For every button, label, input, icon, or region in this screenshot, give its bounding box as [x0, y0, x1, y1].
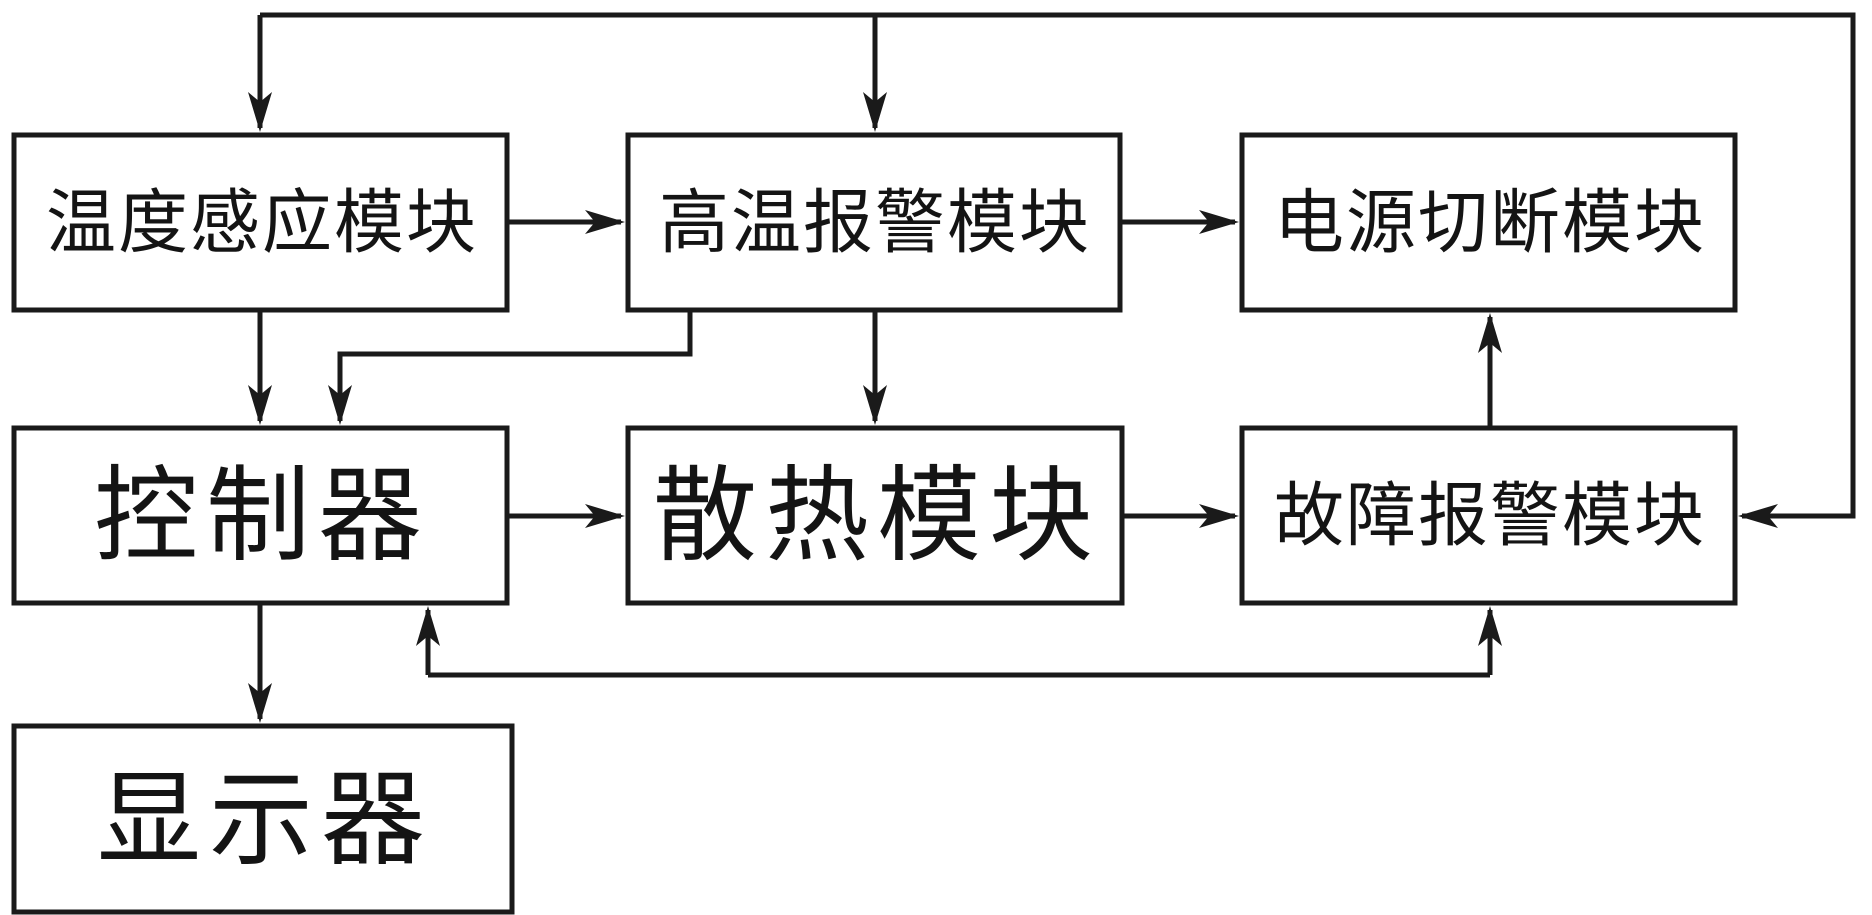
node-controller-box [11, 425, 510, 606]
node-high-temp-alarm-module-box [625, 132, 1123, 313]
edge-top-bus-to-fault-alarm [260, 12, 1856, 528]
node-controller-label: 控制器 [94, 460, 430, 575]
node-display-unit-box [11, 723, 515, 915]
node-display-unit-label: 显示器 [97, 764, 433, 879]
node-temperature-sensing-module-box [11, 132, 510, 313]
edge-high-temp-alarm-to-controller [328, 310, 693, 425]
edge-group [248, 12, 1856, 723]
node-high-temp-alarm-module-label: 高温报警模块 [659, 186, 1091, 263]
node-fault-alarm-module-box [1239, 425, 1738, 606]
node-fault-alarm-module-label: 故障报警模块 [1274, 479, 1706, 556]
node-group: 温度感应模块 高温报警模块 电源切断模块 控制器 散热模块 故障报警模块 显示器 [11, 132, 1738, 915]
node-power-cutoff-module-label: 电源切断模块 [1274, 186, 1706, 263]
node-cooling-module-label: 散热模块 [653, 460, 1101, 575]
node-cooling-module-box [625, 425, 1125, 606]
node-temperature-sensing-module-label: 温度感应模块 [46, 186, 478, 263]
node-power-cutoff-module-box [1239, 132, 1738, 313]
